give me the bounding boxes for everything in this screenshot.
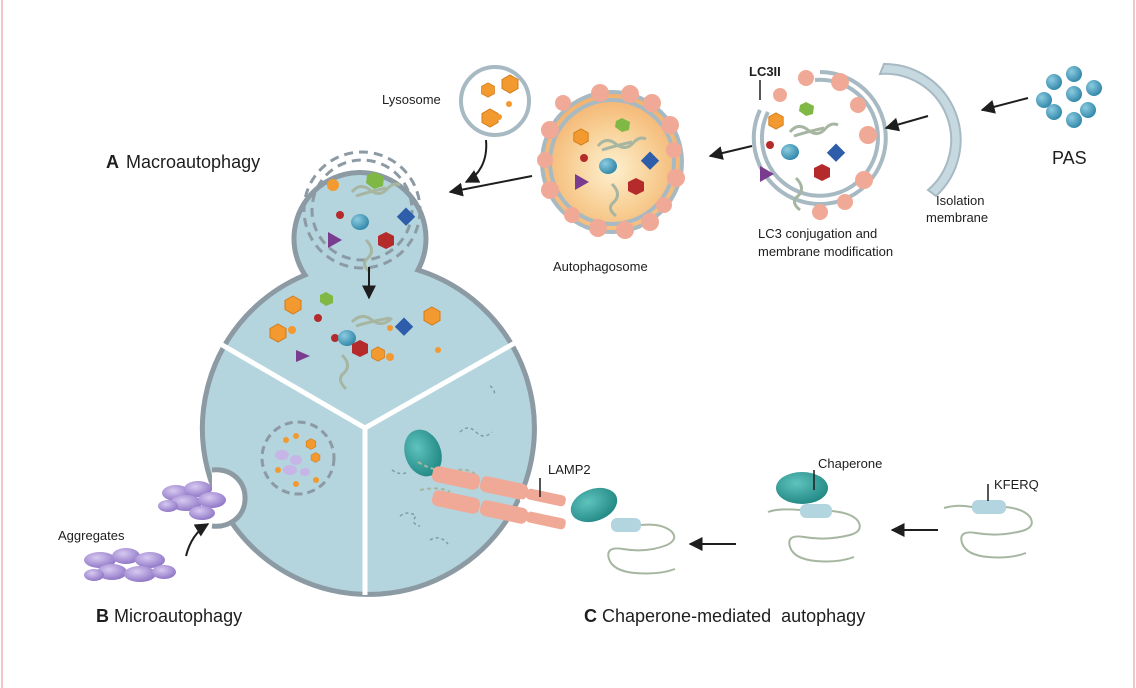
arrow-pas-to-isolation <box>980 97 1029 114</box>
phagophore <box>751 70 888 220</box>
released-cargo <box>269 292 441 391</box>
lamp2-complex <box>404 429 676 575</box>
cargo-orange-dot <box>327 179 339 191</box>
chaperone-bound-substrate <box>767 470 861 563</box>
lamp2-segment <box>431 466 481 490</box>
cargo-blue-sphere <box>351 214 369 230</box>
section-c-letter: C <box>584 606 597 626</box>
lc3-conjugation-label-line1: LC3 conjugation and <box>758 226 877 241</box>
cargo-protein-strand-2 <box>363 238 373 274</box>
section-a-letter: A <box>106 152 119 172</box>
lamp2-segment <box>479 500 529 524</box>
arrow-autophagosome-to-lysosome <box>448 175 533 197</box>
invagination-notch <box>211 467 248 529</box>
micro-vesicle <box>260 420 336 496</box>
cargo-green-pentagon <box>366 172 384 189</box>
section-b-title: Microautophagy <box>114 606 242 626</box>
lysosome-vesicle <box>459 65 531 137</box>
autophagosome-label: Autophagosome <box>553 259 648 274</box>
lc3ii-label: LC3II <box>749 64 781 79</box>
section-a-title: Macroautophagy <box>126 152 260 172</box>
aggregates-cluster <box>84 481 226 582</box>
lamp2-segment <box>431 490 481 514</box>
cma-degraded-fragments <box>391 385 496 545</box>
lamp2-segment <box>479 476 529 500</box>
pathway-arrows <box>185 97 1029 557</box>
lc3-conjugation-label-line2: membrane modification <box>758 244 893 259</box>
pas-label: PAS <box>1052 148 1087 168</box>
arrow-aggregates-uptake <box>185 523 210 557</box>
isolation-membrane <box>878 62 962 198</box>
arrow-lysosome-fusion <box>464 139 488 183</box>
cargo-protein-strand <box>350 182 401 198</box>
lumen-chaperone <box>404 429 442 477</box>
kferq-substrate <box>943 484 1033 559</box>
cargo-blue-diamond <box>396 207 416 226</box>
fused-autophagosome <box>302 150 422 274</box>
lysosome-cell <box>199 170 537 597</box>
kferq-motif <box>611 518 641 532</box>
lamp2-label: LAMP2 <box>548 462 591 477</box>
cell-outline <box>199 170 537 597</box>
divider-left <box>203 332 367 431</box>
cargo-purple-triangle <box>328 232 342 248</box>
arrow-isolation-to-phagophore <box>884 115 929 132</box>
arrow-phagophore-to-autophagosome <box>708 145 753 160</box>
section-c-title: Chaperone-mediated autophagy <box>602 606 865 626</box>
chaperone-label: Chaperone <box>818 456 882 471</box>
lysosome-label: Lysosome <box>382 92 441 107</box>
isolation-membrane-label-line1: Isolation <box>936 193 984 208</box>
isolation-membrane-label-line2: membrane <box>926 210 988 225</box>
pas-vesicles <box>1036 66 1102 128</box>
cargo-red-hexagon <box>378 232 394 249</box>
kferq-label: KFERQ <box>994 477 1039 492</box>
cytosolic-chaperone <box>570 487 618 523</box>
divider-right <box>363 337 522 431</box>
autophagosome <box>537 84 685 239</box>
section-b-letter: B <box>96 606 109 626</box>
aggregates-label: Aggregates <box>58 528 125 543</box>
cargo-red-dot <box>336 211 344 219</box>
